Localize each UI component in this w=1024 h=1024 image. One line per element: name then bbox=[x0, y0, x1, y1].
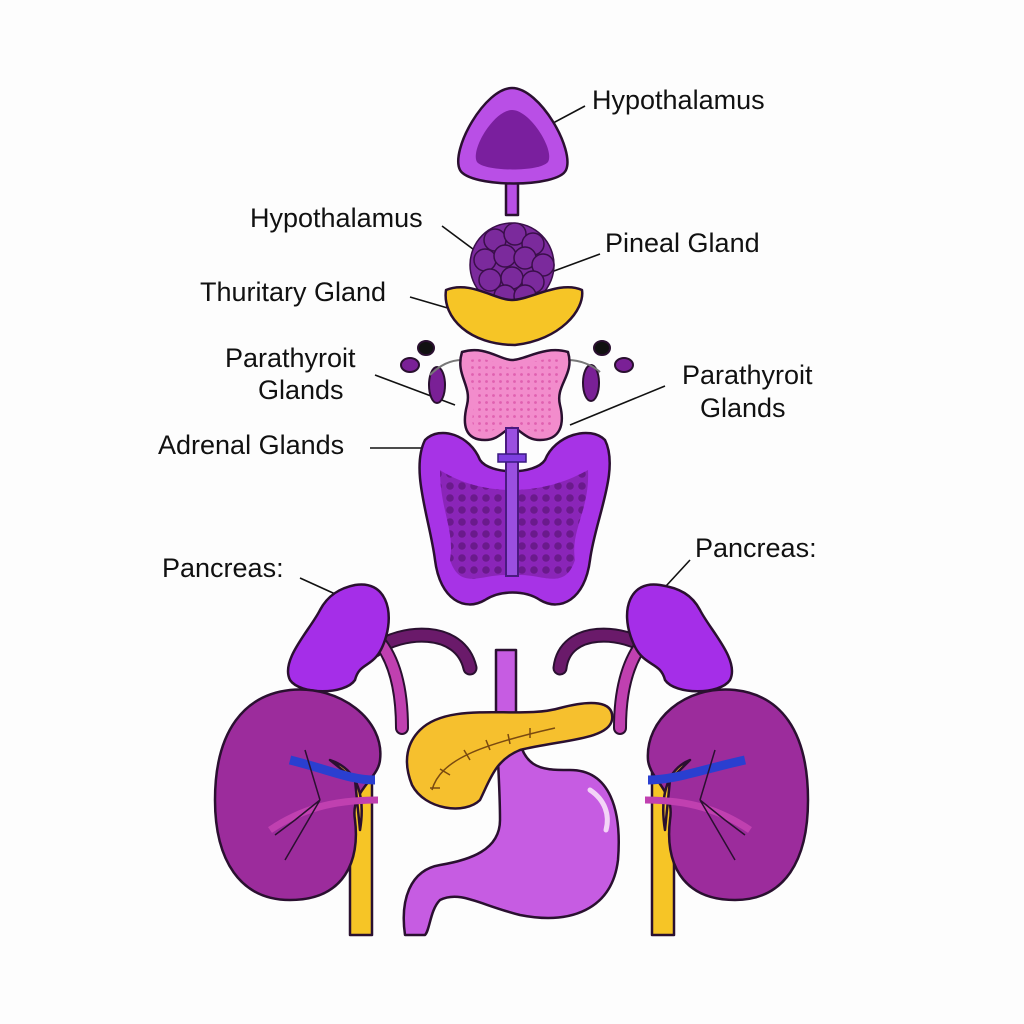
stomach-shape bbox=[402, 648, 620, 937]
right-adrenal-shape bbox=[625, 583, 734, 693]
right-kidney bbox=[644, 688, 810, 937]
adrenal-glands-shape bbox=[418, 427, 611, 606]
label-hypothalamus-mid: Hypothalamus bbox=[250, 203, 423, 233]
label-adrenal-glands: Adrenal Glands bbox=[158, 430, 345, 460]
pancreas-shape bbox=[405, 701, 614, 810]
label-hypothalamus-top: Hypothalamus bbox=[592, 85, 765, 115]
left-adrenal-shape bbox=[286, 583, 390, 693]
label-pineal-gland: Pineal Gland bbox=[605, 228, 760, 258]
label-pancreas-right: Pancreas: bbox=[695, 533, 817, 563]
pituitary-gland-shape bbox=[444, 285, 584, 347]
label-parathyroid-right-line1: Parathyroit bbox=[682, 360, 813, 390]
hypothalamus-top-shape bbox=[457, 86, 569, 217]
label-pancreas-left: Pancreas: bbox=[162, 553, 284, 583]
pineal-gland-shape bbox=[469, 222, 555, 308]
parathyroid-blobs bbox=[400, 340, 634, 404]
label-parathyroid-left-line2: Glands bbox=[258, 375, 344, 405]
label-thuritary-gland: Thuritary Gland bbox=[200, 277, 387, 307]
label-parathyroid-left-line1: Parathyroit bbox=[225, 343, 356, 373]
left-kidney bbox=[213, 688, 382, 937]
leader-lines bbox=[299, 105, 691, 604]
label-parathyroid-right-line2: Glands bbox=[700, 393, 786, 423]
